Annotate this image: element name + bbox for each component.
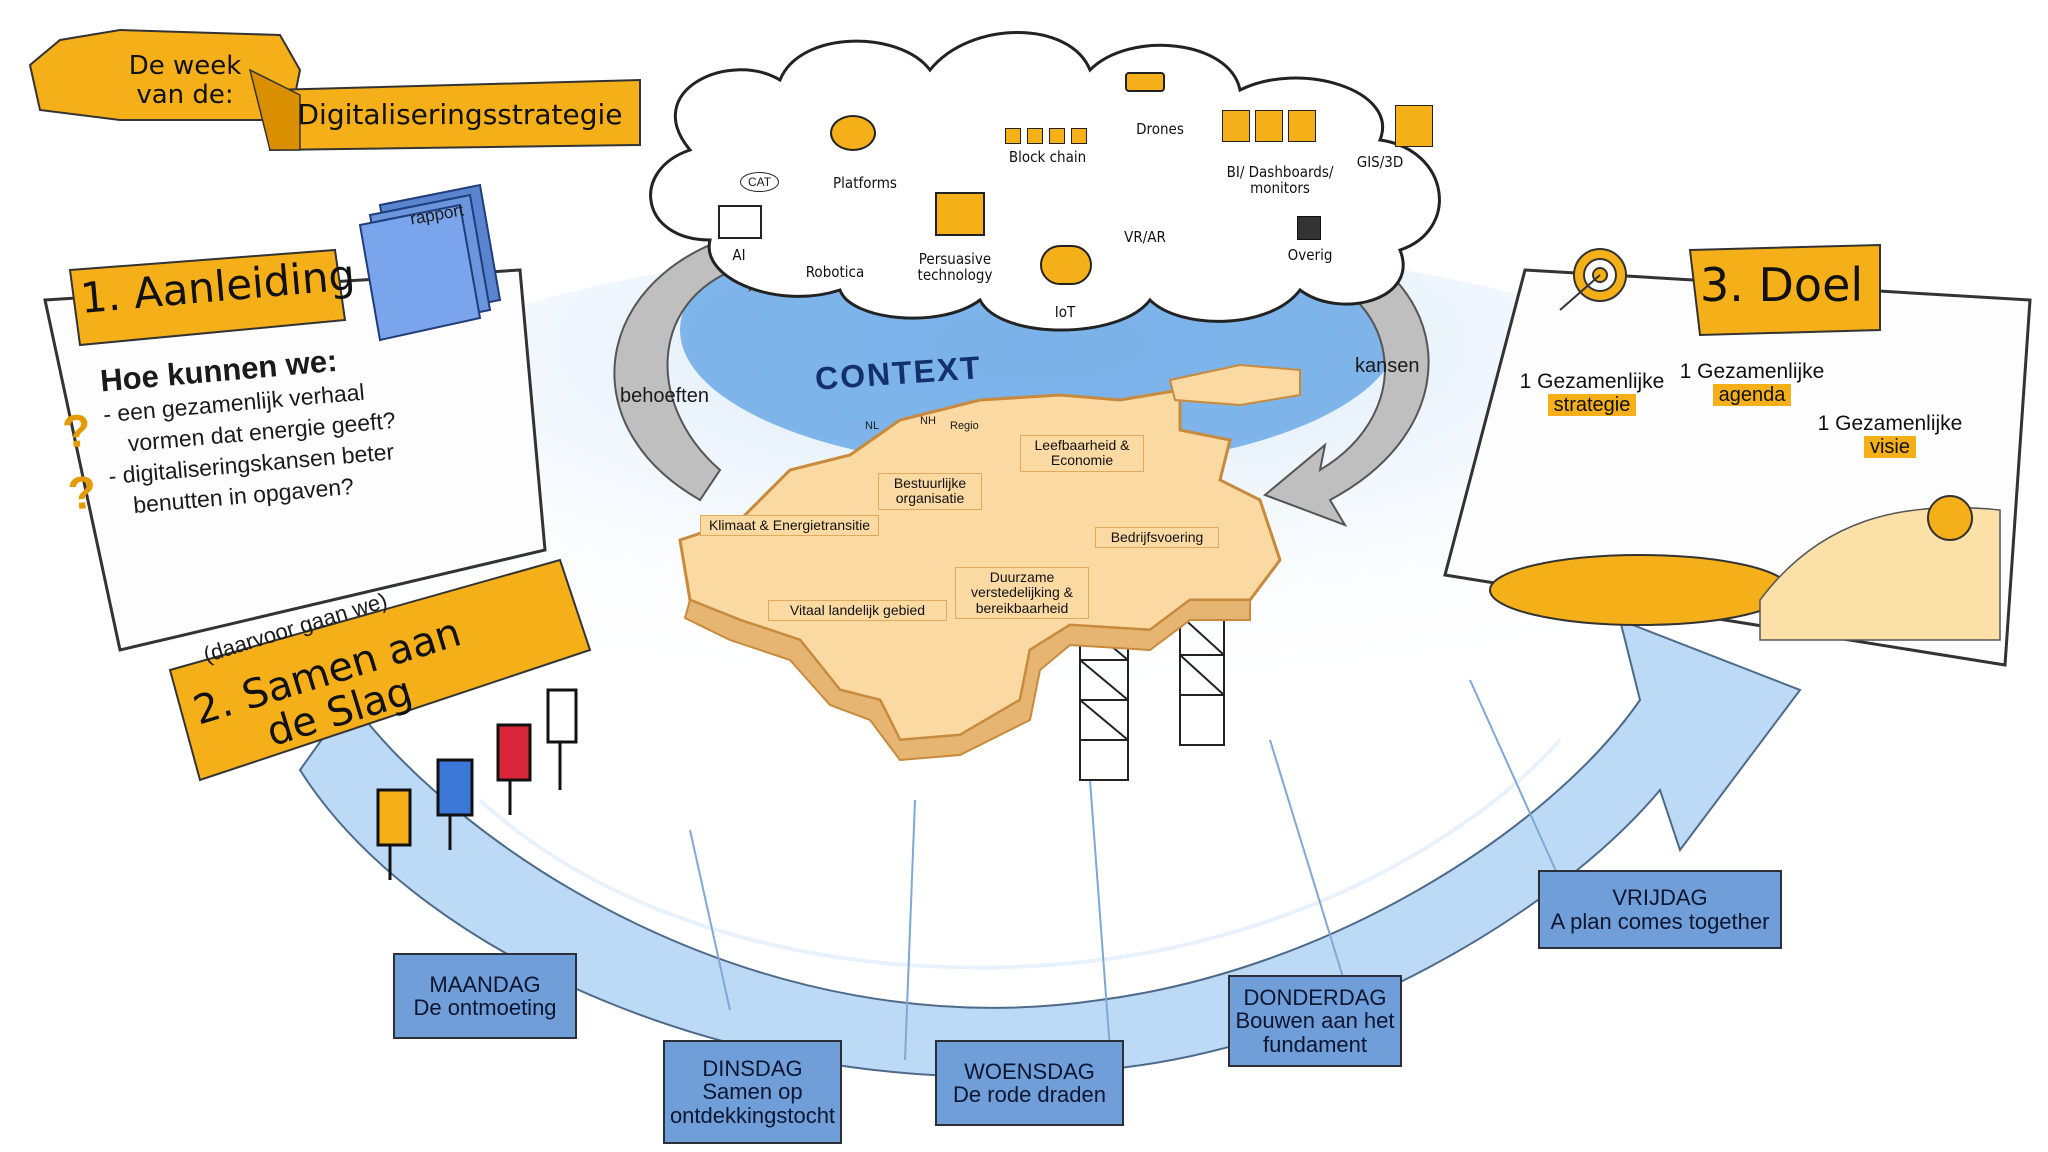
gis-chart-icon: [1395, 105, 1433, 147]
goal-visie-tag: visie: [1863, 436, 1916, 459]
goal-visie-prefix: 1 Gezamenlijke: [1817, 412, 1963, 435]
day-donderdag-title: DONDERDAG: [1243, 985, 1387, 1011]
journey-path: [298, 618, 1802, 1078]
banner-line2: van de:: [136, 79, 234, 110]
tech-bi-dashboards: BI/ Dashboards/ monitors: [1226, 163, 1334, 197]
question-mark-icon: ?: [65, 465, 99, 520]
section1-panel: [43, 268, 547, 652]
opportunities-label: kansen: [1355, 355, 1420, 377]
day-dinsdag-title: DINSDAG: [702, 1056, 803, 1082]
day-dinsdag: DINSDAG Samen op ontdekkingstocht: [663, 1040, 842, 1144]
tech-platforms: Platforms: [833, 174, 897, 192]
tech-robotica: Robotica: [805, 263, 865, 281]
day-woensdag-subtitle: De rode draden: [953, 1082, 1106, 1107]
section3-heading: 3. Doel: [1700, 258, 1864, 312]
theme-duurzame-verstedelijking: Duurzame verstedelijking & bereikbaarhei…: [955, 567, 1089, 620]
section1-heading-bg: [68, 248, 347, 347]
day-woensdag: WOENSDAG De rode draden: [935, 1040, 1124, 1126]
day-vrijdag: VRIJDAG A plan comes together: [1538, 870, 1782, 949]
goal-agenda: 1 Gezamenlijke agenda: [1672, 360, 1832, 407]
overig-cube-icon: [1297, 216, 1321, 240]
section2-ribbon: [168, 558, 592, 782]
theme-klimaat: Klimaat & Energietransitie: [700, 515, 879, 537]
day-dinsdag-subtitle: Samen op ontdekkingstocht: [669, 1079, 836, 1128]
goal-agenda-tag: agenda: [1712, 384, 1792, 407]
day-vrijdag-subtitle: A plan comes together: [1550, 908, 1770, 934]
needs-label: behoeften: [620, 385, 709, 407]
horizon-hills: [1759, 506, 2001, 641]
dashboard-icon: [1222, 110, 1316, 142]
banner-subtitle: De week van de:: [95, 52, 275, 109]
map-tag-regio: Regio: [950, 420, 979, 432]
tech-gis-3d: GIS/3D: [1356, 153, 1404, 171]
banner-line1: De week: [128, 51, 242, 81]
goal-strategie-prefix: 1 Gezamenlijke: [1519, 370, 1665, 393]
technology-cloud: [649, 31, 1441, 332]
goal-platform: [1489, 554, 1791, 626]
banner-title: Digitaliseringsstrategie: [297, 98, 623, 131]
day-maandag-subtitle: De ontmoeting: [413, 995, 557, 1020]
persuasive-phone-icon: [935, 192, 985, 236]
sun-icon: [1927, 495, 1973, 541]
goal-strategie: 1 Gezamenlijke strategie: [1512, 370, 1672, 417]
tech-drones: Drones: [1136, 120, 1184, 138]
tech-iot: IoT: [1054, 303, 1076, 321]
goal-agenda-prefix: 1 Gezamenlijke: [1679, 360, 1825, 383]
theme-bedrijfsvoering: Bedrijfsvoering: [1095, 527, 1219, 549]
ai-laptop-icon: [718, 205, 762, 239]
tech-persuasive: Persuasive technology: [917, 250, 993, 284]
day-maandag-title: MAANDAG: [429, 971, 541, 997]
day-maandag: MAANDAG De ontmoeting: [393, 953, 577, 1039]
map-tag-nl: NL: [865, 420, 880, 432]
theme-vitaal-landelijk: Vitaal landelijk gebied: [768, 600, 947, 622]
day-vrijdag-title: VRIJDAG: [1612, 885, 1708, 911]
question-mark-icon: ?: [60, 403, 93, 458]
theme-leefbaarheid: Leefbaarheid & Economie: [1020, 435, 1144, 472]
day-donderdag: DONDERDAG Bouwen aan het fundament: [1228, 975, 1402, 1067]
opportunities-arrow: [1263, 228, 1430, 527]
floating-island: [1168, 363, 1301, 407]
tech-vr-ar: VR/AR: [1124, 228, 1166, 246]
tech-overig: Overig: [1287, 246, 1333, 264]
rapport-document-icon: [358, 183, 502, 342]
cat-speech-bubble: CAT: [740, 172, 780, 192]
day-donderdag-subtitle: Bouwen aan het fundament: [1235, 1008, 1395, 1057]
target-icon: [1559, 248, 1627, 311]
blockchain-icon: [1005, 128, 1087, 144]
tech-ai: AI: [732, 246, 746, 264]
platforms-icon: [830, 115, 876, 151]
tech-blockchain: Block chain: [1008, 148, 1087, 166]
drone-icon: [1125, 72, 1165, 92]
map-tag-nh: NH: [920, 415, 936, 427]
banner-ribbon-small: [28, 28, 302, 121]
section3-heading-bg: [1688, 243, 1881, 337]
flags-group: [376, 688, 578, 880]
goal-visie: 1 Gezamenlijke visie: [1810, 412, 1970, 459]
iot-cloud-icon: [1040, 245, 1092, 285]
day-woensdag-title: WOENSDAG: [964, 1058, 1095, 1084]
goal-strategie-tag: strategie: [1547, 394, 1637, 417]
theme-bestuurlijke: Bestuurlijke organisatie: [878, 473, 982, 510]
